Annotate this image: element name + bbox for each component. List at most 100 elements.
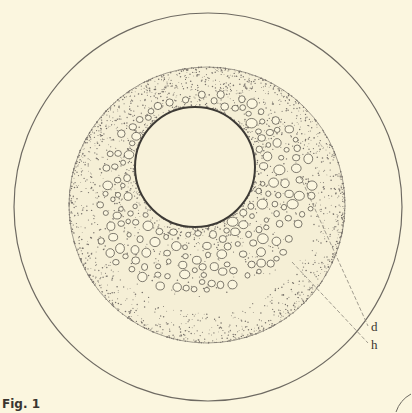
stipple-dot [100, 236, 101, 237]
stipple-dot [156, 220, 157, 221]
stipple-dot [342, 206, 343, 207]
stipple-dot [160, 251, 161, 252]
stipple-dot [229, 98, 231, 100]
stipple-dot [289, 313, 290, 314]
stipple-dot [160, 93, 161, 94]
stipple-dot [306, 300, 307, 301]
stipple-dot [338, 173, 339, 174]
stipple-dot [195, 340, 196, 341]
stipple-dot [244, 79, 245, 80]
stipple-dot [341, 186, 342, 187]
stipple-dot [81, 155, 83, 157]
stipple-dot [338, 243, 339, 244]
stipple-dot [144, 88, 145, 89]
stipple-dot [131, 99, 133, 101]
stipple-dot [164, 79, 165, 80]
stipple-dot [173, 338, 174, 339]
stipple-dot [89, 133, 90, 134]
stipple-dot [73, 183, 74, 184]
stipple-dot [266, 185, 268, 187]
stipple-dot [131, 89, 133, 91]
stipple-dot [163, 80, 164, 81]
stipple-dot [115, 302, 116, 303]
stipple-dot [284, 122, 285, 123]
stipple-dot [106, 275, 108, 277]
stipple-dot [209, 329, 211, 331]
stipple-dot [88, 275, 89, 276]
stipple-dot [221, 74, 222, 75]
stipple-dot [131, 263, 132, 264]
stipple-dot [99, 118, 100, 119]
stipple-dot [101, 123, 102, 124]
stipple-dot [169, 227, 170, 228]
stipple-dot [323, 186, 324, 187]
stipple-dot [304, 259, 306, 261]
stipple-dot [82, 207, 84, 209]
stipple-dot [155, 261, 157, 263]
stipple-dot [134, 235, 136, 237]
stipple-dot [70, 200, 71, 201]
stipple-dot [318, 209, 320, 211]
stipple-dot [341, 191, 342, 192]
stipple-dot [75, 185, 77, 187]
stipple-dot [321, 191, 323, 193]
stipple-dot [202, 229, 203, 230]
stipple-dot [92, 276, 93, 277]
stipple-dot [118, 175, 119, 176]
stipple-dot [305, 299, 307, 301]
stipple-dot [227, 340, 229, 342]
stipple-dot [261, 87, 263, 89]
stipple-dot [310, 288, 311, 289]
stipple-dot [103, 133, 104, 134]
stipple-dot [265, 79, 266, 80]
stipple-dot [339, 232, 340, 233]
stipple-dot [186, 69, 188, 71]
stipple-dot [323, 161, 324, 162]
stipple-dot [167, 81, 168, 82]
stipple-dot [102, 178, 104, 180]
stipple-dot [139, 100, 141, 102]
stipple-dot [270, 246, 271, 247]
stipple-dot [78, 226, 80, 228]
stipple-dot [74, 243, 76, 245]
stipple-dot [197, 320, 198, 321]
stipple-dot [339, 242, 341, 244]
stipple-dot [265, 146, 266, 147]
stipple-dot [192, 277, 193, 278]
stipple-dot [324, 275, 326, 277]
stipple-dot [239, 92, 240, 93]
stipple-dot [94, 125, 96, 127]
stipple-dot [125, 299, 127, 301]
stipple-dot [129, 170, 130, 171]
stipple-dot [257, 160, 259, 162]
stipple-dot [177, 237, 178, 238]
stipple-dot [282, 123, 284, 125]
stipple-dot [323, 131, 324, 132]
stipple-dot [271, 138, 273, 140]
stipple-dot [173, 92, 175, 94]
stipple-dot [254, 98, 255, 99]
stipple-dot [186, 329, 188, 331]
stipple-dot [340, 171, 341, 172]
stipple-dot [93, 182, 94, 183]
stipple-dot [196, 72, 197, 73]
stipple-dot [202, 235, 204, 237]
stipple-dot [300, 143, 301, 144]
stipple-dot [176, 74, 177, 75]
stipple-dot [324, 196, 325, 197]
stipple-dot [228, 84, 230, 86]
stipple-dot [241, 123, 242, 124]
stipple-dot [146, 328, 147, 329]
stipple-dot [112, 218, 114, 220]
stipple-dot [161, 78, 163, 80]
stipple-dot [247, 334, 248, 335]
stipple-dot [170, 83, 172, 85]
stipple-dot [324, 266, 325, 267]
stipple-dot [91, 129, 93, 131]
stipple-dot [118, 118, 119, 119]
stipple-dot [194, 325, 195, 326]
stipple-dot [318, 263, 319, 264]
stipple-dot [107, 293, 108, 294]
stipple-dot [166, 93, 168, 95]
stipple-dot [111, 279, 113, 281]
